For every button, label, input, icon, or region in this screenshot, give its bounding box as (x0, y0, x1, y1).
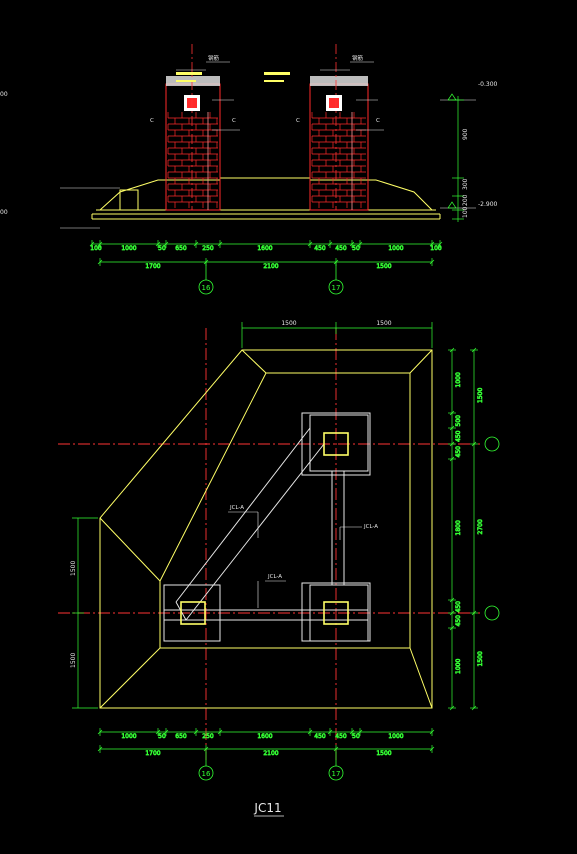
plan-left-dim-1: 1500 (70, 561, 77, 576)
section-view: 钢筋 钢筋 00 00 C C C C -0.300 -2.900 900 30… (0, 44, 498, 295)
plan-right-dim-4: 450 (455, 446, 462, 458)
plan-right-total-1: 1500 (477, 388, 484, 403)
plan-bottom-dim-1: 1000 (121, 733, 136, 740)
plan-right-total-3: 1500 (477, 651, 484, 666)
plan-axis-16: 16 (202, 770, 211, 778)
section-axis-17: 17 (332, 284, 341, 292)
section-bottom-dim-9: 50 (352, 245, 360, 252)
beam-label-1: JCL-A (229, 505, 244, 511)
svg-text:C: C (376, 118, 380, 124)
beam-label-2: JCL-A (267, 574, 282, 580)
section-bottom-dim-2: 1000 (121, 245, 136, 252)
svg-text:C: C (232, 118, 236, 124)
right-pedestal (309, 44, 369, 211)
plan-overall-dim-2: 2100 (263, 750, 278, 757)
section-overall-dim-2: 2100 (263, 263, 278, 270)
level-bottom: -2.900 (478, 201, 498, 208)
plan-right-dimension-chain: 1000 500 450 450 1800 450 450 1000 1500 2700 1500 (448, 347, 484, 711)
left-margin-label-2: 00 (0, 209, 8, 216)
plan-bottom-dim-2: 50 (158, 733, 166, 740)
plan-view: JCL-A JCL-A JCL-A 1500 1500 1500 1500 10… (58, 320, 500, 781)
section-bottom-dim-7: 450 (314, 245, 326, 252)
left-pedestal (165, 44, 221, 211)
plan-axis-17: 17 (332, 770, 341, 778)
plan-bottom-dim-9: 1000 (388, 733, 403, 740)
plan-top-dim-2: 1500 (376, 320, 391, 327)
section-bottom-dim-6: 1600 (257, 245, 272, 252)
section-bottom-dim-3: 50 (158, 245, 166, 252)
plan-left-dim-2: 1500 (70, 653, 77, 668)
plan-bottom-dim-4: 250 (202, 733, 214, 740)
section-bottom-dim-8: 450 (335, 245, 347, 252)
plan-overall-dim-3: 1500 (376, 750, 391, 757)
section-bottom-dim-11: 100 (430, 245, 442, 252)
plan-overall-dim-1: 1700 (145, 750, 160, 757)
level-top: -0.300 (478, 81, 498, 88)
plan-right-dim-8: 1000 (455, 659, 462, 674)
plan-bottom-dim-5: 1600 (257, 733, 272, 740)
beam-label-3: JCL-A (363, 524, 378, 530)
plan-bottom-dim-6: 450 (314, 733, 326, 740)
section-right-dim-4: 100 (462, 206, 469, 218)
plan-right-dim-1: 1000 (455, 372, 462, 387)
drawing-title: JC11 (253, 801, 281, 815)
section-right-dim-2: 300 (462, 178, 469, 190)
plan-bottom-dim-8: 50 (352, 733, 360, 740)
section-dimension-chain: 100 1000 50 650 250 1600 450 450 50 1000 100 1700 21… (89, 240, 442, 270)
plan-right-dim-7: 450 (455, 615, 462, 627)
section-right-dim-1: 900 (462, 128, 469, 140)
left-margin-label-1: 00 (0, 91, 8, 98)
svg-text:C: C (150, 118, 154, 124)
plan-right-dim-2: 500 (455, 415, 462, 427)
section-overall-dim-1: 1700 (145, 263, 160, 270)
right-column-note: 钢筋 (352, 54, 364, 62)
section-bottom-dim-1: 100 (90, 245, 102, 252)
plan-top-dim-1: 1500 (281, 320, 296, 327)
plan-right-dim-6: 450 (455, 601, 462, 613)
section-bottom-dim-10: 1000 (388, 245, 403, 252)
plan-dimension-chain: 1000 50 650 250 1600 450 450 50 1000 1700 2100 1500 (97, 728, 435, 757)
svg-text:C: C (296, 118, 300, 124)
plan-bottom-dim-3: 650 (175, 733, 187, 740)
plan-right-total-2: 2700 (477, 519, 484, 534)
section-bottom-dim-5: 250 (202, 245, 214, 252)
section-overall-dim-3: 1500 (376, 263, 391, 270)
section-bottom-dim-4: 650 (175, 245, 187, 252)
plan-right-dim-5: 1800 (455, 520, 462, 535)
left-column-note: 钢筋 (208, 54, 220, 62)
plan-bottom-dim-7: 450 (335, 733, 347, 740)
plan-right-dim-3: 450 (455, 430, 462, 442)
section-axis-16: 16 (202, 284, 211, 292)
section-right-dim-3: 200 (462, 194, 469, 206)
